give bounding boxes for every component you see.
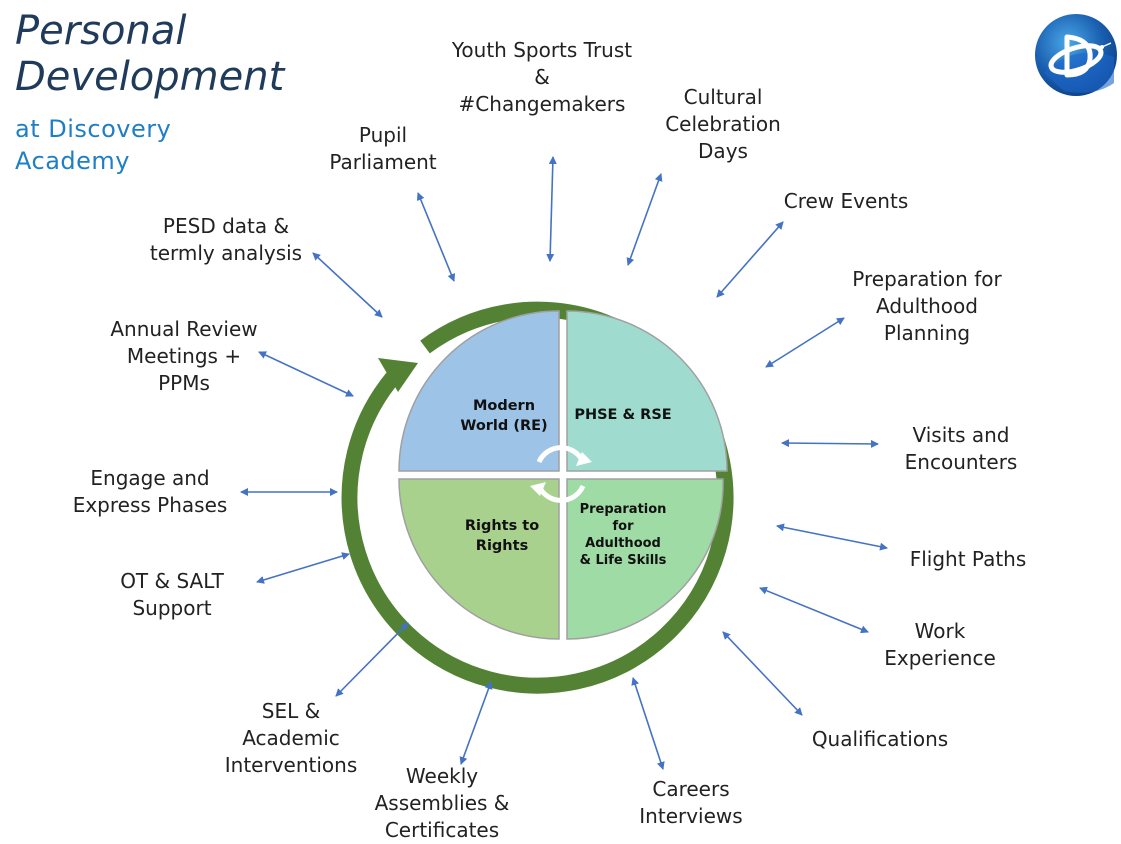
label-line: Assemblies &: [374, 791, 510, 815]
title-line-2: Development: [15, 54, 285, 100]
label-line: Academic: [242, 726, 340, 750]
quadrant-modern-world: [398, 310, 560, 472]
label-line: Qualifications: [811, 727, 949, 751]
label-line: Celebration: [665, 112, 781, 136]
quadrant-label-line: Modern: [472, 398, 536, 414]
label-line: Interventions: [224, 753, 358, 777]
label-line: Pupil: [358, 123, 408, 147]
label-qualifications: Qualifications: [797, 726, 963, 753]
label-youth-sports: Youth Sports Trust & #Changemakers: [437, 37, 647, 118]
arrow-cultural: [626, 173, 663, 266]
label-visits: Visits and Encounters: [891, 422, 1031, 476]
label-engage: Engage and Express Phases: [62, 465, 238, 519]
title-line-1: Personal: [15, 8, 187, 54]
page-subtitle: at Discovery Academy: [15, 113, 171, 177]
label-line: Cultural: [683, 85, 763, 109]
quadrant-adulthood: [566, 478, 724, 640]
label-line: Experience: [884, 646, 996, 670]
cycle-arrow-bottom-head: [530, 482, 546, 496]
label-line: Support: [132, 596, 212, 620]
subtitle-line-1: at Discovery: [15, 115, 172, 143]
quadrant-label-line: World (RE): [460, 418, 548, 434]
label-prep-planning: Preparation for Adulthood Planning: [832, 266, 1022, 347]
label-line: Weekly: [405, 764, 479, 788]
label-line: #Changemakers: [458, 92, 626, 116]
quadrant-label-line: Adulthood: [585, 536, 661, 551]
label-line: Visits and: [912, 423, 1010, 447]
quadrant-label-phse: PHSE & RSE: [567, 405, 679, 425]
arrow-ot-salt: [256, 552, 350, 584]
quadrant-label-adulthood: Preparation for Adulthood & Life Skills: [567, 501, 679, 569]
label-line: Preparation for: [852, 267, 1002, 291]
quadrant-label-line: Rights to: [464, 518, 540, 534]
arrow-prep-planning: [765, 317, 845, 368]
arrow-flight: [776, 523, 888, 551]
quadrant-label-modern-world: Modern World (RE): [449, 396, 559, 436]
label-ot-salt: OT & SALT Support: [106, 568, 238, 622]
label-line: Adulthood: [876, 294, 978, 318]
cycle-arrow-top-head: [576, 452, 592, 466]
arrow-youth-sports: [546, 156, 557, 262]
label-line: termly analysis: [149, 241, 303, 265]
cycle-arrow-bottom: [536, 484, 586, 503]
label-line: Interviews: [639, 804, 743, 828]
label-line: Youth Sports Trust: [451, 38, 633, 62]
subtitle-line-2: Academy: [15, 147, 130, 175]
label-sel: SEL & Academic Interventions: [216, 698, 366, 779]
arrow-annual: [258, 351, 354, 397]
arrow-pesd: [312, 252, 383, 318]
quadrant-label-line: for: [612, 519, 634, 534]
arrow-visits: [781, 439, 879, 448]
arrow-sel: [335, 622, 409, 697]
label-line: Flight Paths: [909, 547, 1027, 571]
label-line: Express Phases: [72, 493, 228, 517]
label-line: Certificates: [384, 818, 500, 842]
label-line: Work: [914, 619, 966, 643]
arrow-qualifications: [722, 631, 803, 716]
label-line: PESD data &: [162, 214, 290, 238]
label-line: Parliament: [329, 150, 437, 174]
label-assemblies: Weekly Assemblies & Certificates: [362, 763, 522, 844]
quadrant-phse: [566, 310, 728, 472]
label-careers: Careers Interviews: [630, 776, 752, 830]
arrow-assemblies: [459, 681, 493, 765]
label-pupil: Pupil Parliament: [318, 122, 448, 176]
label-line: PPMs: [158, 371, 210, 395]
label-line: Meetings +: [126, 344, 242, 368]
label-line: Crew Events: [783, 189, 909, 213]
quadrant-label-line: Preparation: [579, 502, 667, 517]
label-line: Careers: [652, 777, 730, 801]
label-crew: Crew Events: [771, 188, 921, 215]
quadrant-label-rights: Rights to Rights: [447, 516, 557, 556]
label-line: SEL &: [261, 699, 321, 723]
label-flight: Flight Paths: [899, 546, 1037, 573]
label-line: Days: [698, 139, 748, 163]
arrow-work: [759, 586, 869, 634]
arrow-crew: [716, 221, 784, 298]
label-line: OT & SALT: [120, 569, 224, 593]
quadrant-label-line: PHSE & RSE: [574, 407, 672, 423]
cycle-arrow-top: [536, 445, 586, 464]
quadrant-label-line: Rights: [475, 538, 529, 554]
label-line: Planning: [883, 321, 971, 345]
label-annual: Annual Review Meetings + PPMs: [96, 316, 272, 397]
quadrant-rights: [398, 478, 560, 640]
label-line: Annual Review: [110, 317, 258, 341]
label-pesd: PESD data & termly analysis: [140, 213, 312, 267]
ring-arrow-head: [378, 358, 418, 392]
label-line: &: [534, 65, 550, 89]
page-title: Personal Development: [15, 8, 284, 100]
label-line: Encounters: [904, 450, 1018, 474]
arrow-careers: [631, 677, 665, 770]
arrow-pupil: [416, 192, 456, 282]
quadrant-label-line: & Life Skills: [579, 553, 667, 568]
label-work: Work Experience: [868, 618, 1012, 672]
label-cultural: Cultural Celebration Days: [663, 84, 783, 165]
label-line: Engage and: [90, 466, 210, 490]
discovery-academy-logo-icon: [1035, 14, 1117, 96]
